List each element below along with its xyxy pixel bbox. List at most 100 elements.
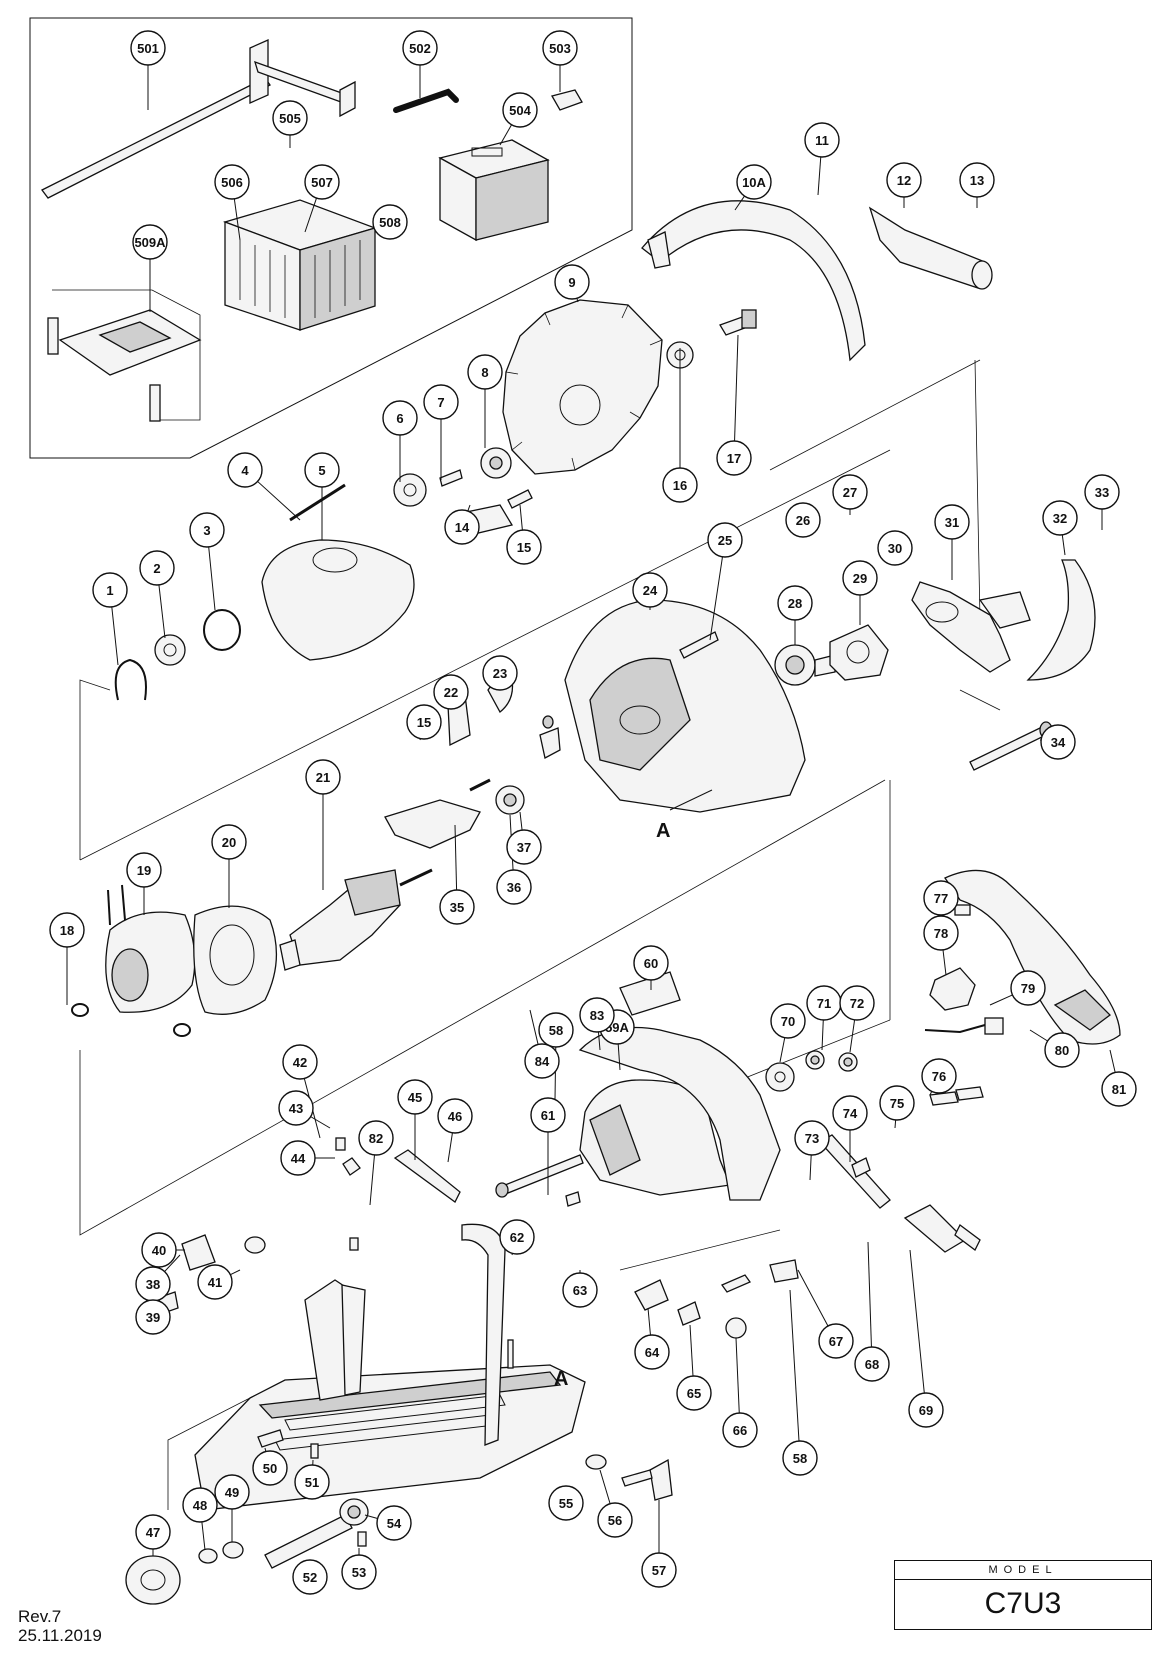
callout-label: 4 <box>241 463 249 478</box>
callout-84: 84 <box>524 1009 560 1079</box>
callout-46: 46 <box>437 1098 473 1163</box>
callout-507: 507 <box>304 164 340 233</box>
stator-19 <box>71 884 196 1037</box>
callout-35: 35 <box>439 824 475 925</box>
callout-label: 29 <box>853 571 867 586</box>
callout-3: 3 <box>189 512 225 611</box>
saw-cover-10A <box>641 200 866 362</box>
callout-33: 33 <box>1084 474 1120 530</box>
callout-22: 22 <box>433 674 469 710</box>
bevel-bracket <box>304 1279 366 1401</box>
model-label: MODEL <box>895 1561 1151 1580</box>
callout-16: 16 <box>662 348 698 503</box>
callout-505: 505 <box>272 100 308 148</box>
callout-label: 76 <box>932 1069 946 1084</box>
callout-506: 506 <box>214 164 250 241</box>
callout-label: 48 <box>193 1498 207 1513</box>
callout-51: 51 <box>294 1459 330 1500</box>
callout-label: 1 <box>106 583 113 598</box>
callout-label: 31 <box>945 515 959 530</box>
callout-label: 73 <box>805 1131 819 1146</box>
callout-42: 42 <box>282 1044 321 1139</box>
systainer-505 <box>222 199 378 331</box>
callout-label: 41 <box>208 1275 222 1290</box>
callout-label: 67 <box>829 1334 843 1349</box>
callout-label: 43 <box>289 1101 303 1116</box>
callout-8: 8 <box>467 354 503 448</box>
bracket-503 <box>551 89 583 111</box>
callout-label: 506 <box>221 175 243 190</box>
base-plate <box>194 1364 586 1511</box>
callout-4: 4 <box>227 452 301 521</box>
callout-label: 81 <box>1112 1082 1126 1097</box>
revision-number: Rev.7 <box>18 1607 62 1626</box>
callout-36: 36 <box>496 814 532 905</box>
depth-guide-arc <box>461 1223 506 1446</box>
callout-74: 74 <box>832 1095 868 1162</box>
callout-21: 21 <box>305 759 341 890</box>
callout-73: 73 <box>794 1120 830 1181</box>
callout-label: 23 <box>493 666 507 681</box>
callout-14: 14 <box>444 504 480 545</box>
callout-label: 51 <box>305 1475 319 1490</box>
callout-label: 78 <box>934 926 948 941</box>
case-504 <box>438 139 550 242</box>
bolt-17 <box>719 309 757 336</box>
accessory-inset-frame <box>29 17 633 459</box>
lower-guard-5 <box>261 539 415 661</box>
callout-label: 18 <box>60 923 74 938</box>
callout-58: 58 <box>782 1289 818 1476</box>
callout-label: 57 <box>652 1563 666 1578</box>
callout-label: 54 <box>387 1516 402 1531</box>
assembly-guide-lines <box>79 359 1001 1510</box>
callout-502: 502 <box>402 30 438 98</box>
callout-label: 39 <box>146 1310 160 1325</box>
callout-71: 71 <box>806 985 842 1051</box>
callout-label: 58 <box>549 1023 563 1038</box>
callout-503: 503 <box>542 30 578 92</box>
callout-68: 68 <box>854 1241 890 1382</box>
callout-81: 81 <box>1101 1049 1137 1107</box>
callout-69: 69 <box>908 1249 944 1428</box>
callout-61: 61 <box>530 1097 566 1195</box>
callout-label: 34 <box>1051 735 1066 750</box>
callout-82: 82 <box>358 1120 394 1206</box>
callout-label: 6 <box>396 411 403 426</box>
callout-label: 79 <box>1021 981 1035 996</box>
clamp-parts-64-67 <box>634 1259 799 1339</box>
callout-49: 49 <box>214 1474 250 1542</box>
callout-label: 17 <box>727 451 741 466</box>
callout-66: 66 <box>722 1337 758 1448</box>
small-handle-parts <box>765 904 1004 1178</box>
callout-label: 47 <box>146 1525 160 1540</box>
callout-79: 79 <box>989 970 1046 1006</box>
callout-65: 65 <box>676 1324 712 1411</box>
callout-label: 508 <box>379 215 401 230</box>
callout-57: 57 <box>641 1500 677 1588</box>
armature-21 <box>279 868 433 971</box>
callout-label: 70 <box>781 1014 795 1029</box>
callout-label: 12 <box>897 173 911 188</box>
callout-label: 74 <box>843 1106 858 1121</box>
callout-28: 28 <box>777 585 813 645</box>
callout-label: 58 <box>793 1451 807 1466</box>
callout-509A: 509A <box>132 224 168 312</box>
reference-mark-a-1: A <box>656 789 713 842</box>
case-insert-509A <box>47 289 202 422</box>
plate-31 <box>911 581 1031 673</box>
callout-23: 23 <box>482 655 518 691</box>
callout-label: 16 <box>673 478 687 493</box>
callout-6: 6 <box>382 400 418 482</box>
reference-mark-label: A <box>554 1368 568 1390</box>
callout-label: 19 <box>137 863 151 878</box>
callout-45: 45 <box>397 1079 433 1160</box>
saw-blade-9 <box>502 299 663 475</box>
callout-31: 31 <box>934 504 970 580</box>
callout-67: 67 <box>797 1269 854 1359</box>
callout-label: 22 <box>444 685 458 700</box>
callout-label: 504 <box>509 103 531 118</box>
callout-50: 50 <box>252 1447 288 1486</box>
callout-40: 40 <box>141 1232 185 1268</box>
callout-label: 24 <box>643 583 658 598</box>
